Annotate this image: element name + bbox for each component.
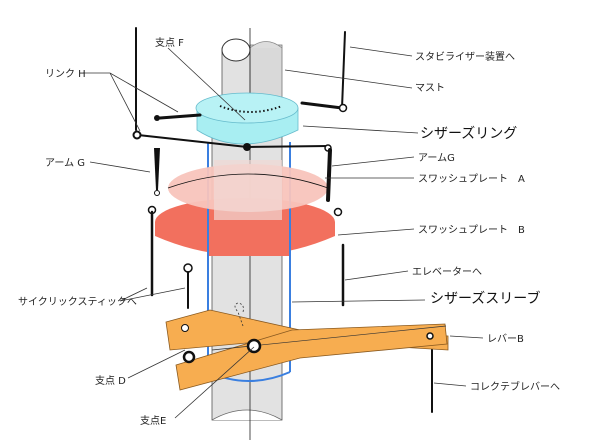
leader-lines: [83, 46, 484, 419]
label-arm-g-right: アームG: [418, 152, 455, 164]
label-swashplate-a: スワッシュプレート A: [418, 173, 525, 185]
label-swashplate-b: スワッシュプレート B: [418, 224, 525, 236]
label-pivot-d: 支点 D: [95, 375, 126, 387]
label-collective-lever: コレクテブレバーへ: [470, 380, 560, 393]
swashplate-b: [155, 198, 335, 260]
lever-b: [165, 302, 449, 391]
swashplate-a: [167, 160, 329, 220]
label-pivot-e: 支点E: [140, 415, 166, 427]
label-mast: マスト: [415, 83, 445, 94]
label-pivot-f: 支点 F: [155, 37, 184, 49]
label-lever-b: レバーB: [487, 333, 524, 345]
label-scissors-ring: シザーズリング: [420, 126, 517, 142]
scissors-ring: [195, 92, 299, 145]
label-elevator: エレベーターへ: [412, 266, 482, 278]
label-scissors-sleeve: シザーズスリーブ: [430, 290, 540, 307]
linkage: [132, 27, 433, 413]
label-cyclic-stick: サイクリックスティックへ: [18, 296, 137, 308]
label-link-h: リンク H: [45, 68, 86, 80]
label-stabilizer: スタビライザー装置へ: [415, 50, 515, 63]
label-arm-g-left: アーム G: [45, 157, 85, 169]
